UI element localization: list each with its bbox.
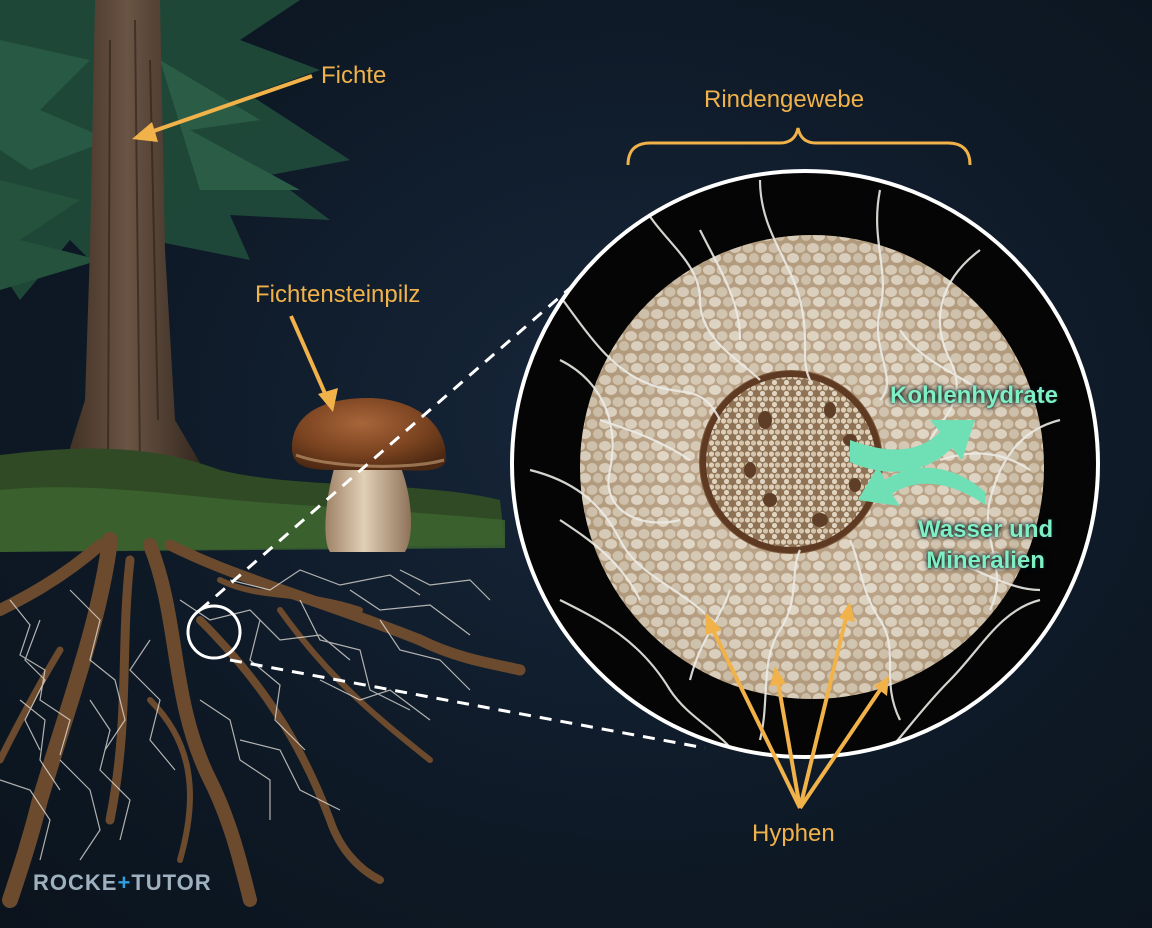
carbohydrate-flow-arrow	[850, 420, 975, 472]
tree-arrow	[132, 74, 313, 142]
hyphae-arrows	[705, 602, 889, 810]
zoom-connector	[199, 260, 706, 750]
root-cross-section	[510, 169, 1100, 759]
mushroom-illustration	[292, 398, 446, 552]
cortex-brace	[626, 127, 972, 166]
mushroom-arrow	[289, 315, 338, 412]
water-minerals-line2: Mineralien	[926, 547, 1045, 574]
carbohydrates-label: Kohlenhydrate	[890, 382, 1059, 409]
tree-label: Fichte	[321, 62, 387, 89]
hyphae-label: Hyphen	[752, 820, 835, 847]
mushroom-label: Fichtensteinpilz	[255, 281, 421, 308]
zoom-origin-circle	[186, 604, 242, 660]
logo-part2: TUTOR	[131, 870, 212, 895]
logo-part1: ROCKE	[33, 870, 118, 895]
cortex-label: Rindengewebe	[704, 86, 865, 113]
roots	[0, 532, 526, 908]
water-minerals-line1: Wasser und	[918, 516, 1054, 543]
spruce-foliage	[0, 0, 350, 300]
logo-plus: +	[117, 870, 132, 895]
water-minerals-label: Wasser und Mineralien	[918, 514, 1053, 576]
water-mineral-flow-arrow	[858, 466, 985, 506]
spruce-trunk	[60, 0, 210, 480]
hyphal-network	[0, 569, 491, 861]
brand-logo: ROCKE+TUTOR	[33, 870, 212, 896]
